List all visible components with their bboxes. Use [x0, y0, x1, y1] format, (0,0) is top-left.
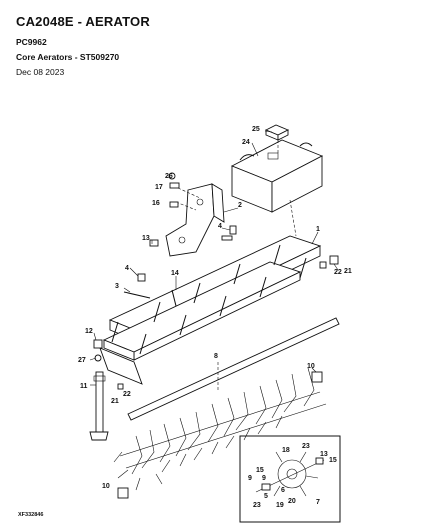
callout-4b: 4 [218, 223, 222, 230]
callout-4: 4 [125, 265, 129, 272]
callout-9: 9 [262, 475, 266, 482]
callout-18: 18 [282, 447, 290, 454]
callout-23b: 23 [253, 502, 261, 509]
callout-25: 25 [252, 126, 260, 133]
callout-26: 26 [165, 173, 173, 180]
callout-7: 7 [316, 499, 320, 506]
callout-21b: 21 [111, 398, 119, 405]
callout-17: 17 [155, 184, 163, 191]
figure-id: XF332846 [18, 512, 44, 518]
callout-6: 6 [281, 487, 285, 494]
callout-8: 8 [214, 353, 218, 360]
callout-16: 16 [152, 200, 160, 207]
callout-12: 12 [85, 328, 93, 335]
callout-23: 23 [302, 443, 310, 450]
hardware-parts [93, 172, 339, 390]
part-catalog-number: PC9962 [16, 37, 47, 47]
callout-1: 1 [316, 226, 320, 233]
cap-part [264, 124, 290, 141]
callout-15: 15 [256, 467, 264, 474]
parking-stand [89, 371, 109, 441]
callout-14: 14 [171, 270, 179, 277]
weight-box [230, 139, 324, 213]
callout-2: 2 [238, 202, 242, 209]
detail-inset [239, 435, 341, 523]
callout-5: 5 [264, 493, 268, 500]
callout-22b: 22 [123, 391, 131, 398]
callout-22: 22 [334, 269, 342, 276]
callout-11: 11 [80, 383, 88, 390]
drive-shaft [127, 317, 340, 421]
callout-13b: 13 [320, 451, 328, 458]
callout-10: 10 [307, 363, 315, 370]
catalog-section: Core Aerators - ST509270 [16, 52, 120, 62]
publication-date: Dec 08 2023 [16, 67, 65, 77]
callout-27: 27 [78, 357, 86, 364]
callout-20: 20 [288, 498, 296, 505]
callout-21: 21 [344, 268, 352, 275]
callout-10b: 10 [102, 483, 110, 490]
callout-3: 3 [115, 283, 119, 290]
callout-19: 19 [276, 502, 284, 509]
callout-9b: 9 [248, 475, 252, 482]
page-title: CA2048E - AERATOR [16, 14, 150, 29]
mount-bracket [165, 183, 225, 257]
main-frame [99, 235, 322, 385]
callout-24: 24 [242, 139, 250, 146]
callout-13: 13 [142, 235, 150, 242]
tine-wheel-assembly [113, 367, 327, 491]
callout-15b: 15 [329, 457, 337, 464]
